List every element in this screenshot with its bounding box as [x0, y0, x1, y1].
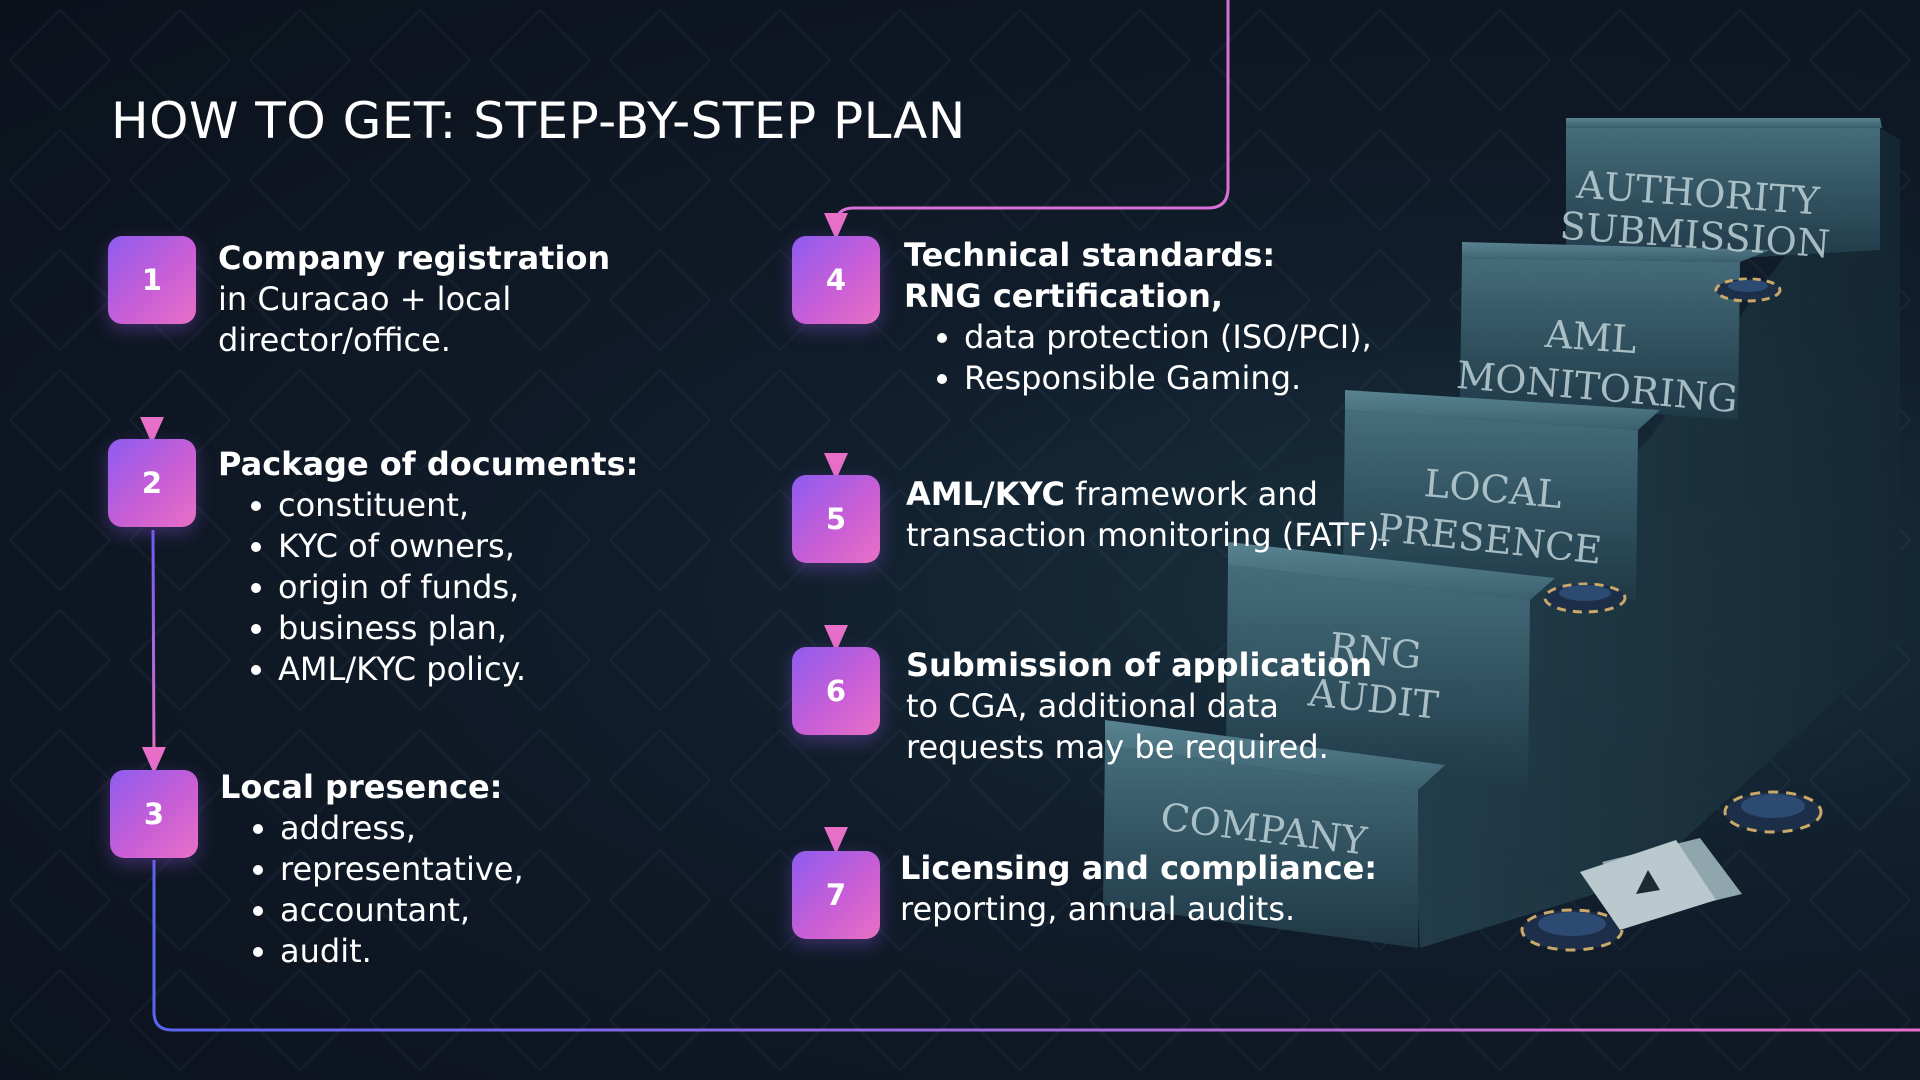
step-line: to CGA, additional data	[906, 687, 1279, 725]
step-heading: Licensing and compliance:	[900, 849, 1378, 887]
step-number: 1	[141, 263, 163, 297]
list-item: KYC of owners,	[278, 526, 638, 567]
step-7-text: Licensing and compliance: reporting, ann…	[900, 848, 1377, 930]
step-number: 3	[143, 797, 165, 831]
chip-icon	[1520, 908, 1624, 952]
step-heading: Local presence:	[220, 768, 503, 806]
step-heading: Submission of application	[906, 646, 1372, 684]
step-number: 2	[141, 466, 163, 500]
list-item: audit.	[280, 931, 524, 972]
page-title: HOW TO GET: STEP-BY-STEP PLAN	[111, 92, 966, 150]
step-heading: Company registration	[218, 239, 611, 277]
step-heading: RNG certification,	[904, 277, 1224, 315]
chip-icon	[1723, 790, 1823, 834]
step-heading: AML/KYC	[906, 475, 1065, 513]
step-bullet-list: constituent, KYC of owners, origin of fu…	[218, 485, 638, 690]
step-4-badge: 4	[792, 236, 880, 324]
step-6-text: Submission of application to CGA, additi…	[906, 645, 1372, 768]
step-number: 5	[825, 502, 847, 536]
step-2-text: Package of documents: constituent, KYC o…	[218, 444, 638, 690]
chip-icon	[1714, 277, 1782, 303]
step-2-badge: 2	[108, 439, 196, 527]
step-number: 4	[825, 263, 847, 297]
list-item: AML/KYC policy.	[278, 649, 638, 690]
step-7-badge: 7	[792, 851, 880, 939]
step-heading: Technical standards:	[904, 236, 1276, 274]
list-item: origin of funds,	[278, 567, 638, 608]
step-1-text: Company registration in Curacao + local …	[218, 238, 610, 361]
step-3-text: Local presence: address, representative,…	[220, 767, 524, 972]
step-number: 7	[825, 878, 847, 912]
list-item: accountant,	[280, 890, 524, 931]
step-line: director/office.	[218, 321, 451, 359]
stair-label-aml: AML	[1543, 312, 1638, 362]
list-item: Responsible Gaming.	[964, 358, 1372, 399]
list-item: address,	[280, 808, 524, 849]
step-6-badge: 6	[792, 647, 880, 735]
list-item: business plan,	[278, 608, 638, 649]
step-line: reporting, annual audits.	[900, 890, 1296, 928]
step-heading: Package of documents:	[218, 445, 639, 483]
list-item: representative,	[280, 849, 524, 890]
step-5-text: AML/KYC framework and transaction monito…	[906, 474, 1390, 556]
step-number: 6	[825, 674, 847, 708]
step-1-badge: 1	[108, 236, 196, 324]
chip-icon	[1543, 582, 1627, 614]
step-line: requests may be required.	[906, 728, 1329, 766]
step-line: in Curacao + local	[218, 280, 512, 318]
step-line: transaction monitoring (FATF).	[906, 516, 1390, 554]
step-heading-tail: framework and	[1065, 475, 1318, 513]
step-bullet-list: data protection (ISO/PCI), Responsible G…	[904, 317, 1372, 399]
step-4-text: Technical standards: RNG certification, …	[904, 235, 1372, 399]
stair-label-rng: RNG	[1327, 624, 1423, 677]
step-bullet-list: address, representative, accountant, aud…	[220, 808, 524, 972]
step-5-badge: 5	[792, 475, 880, 563]
list-item: data protection (ISO/PCI),	[964, 317, 1372, 358]
step-3-badge: 3	[110, 770, 198, 858]
list-item: constituent,	[278, 485, 638, 526]
